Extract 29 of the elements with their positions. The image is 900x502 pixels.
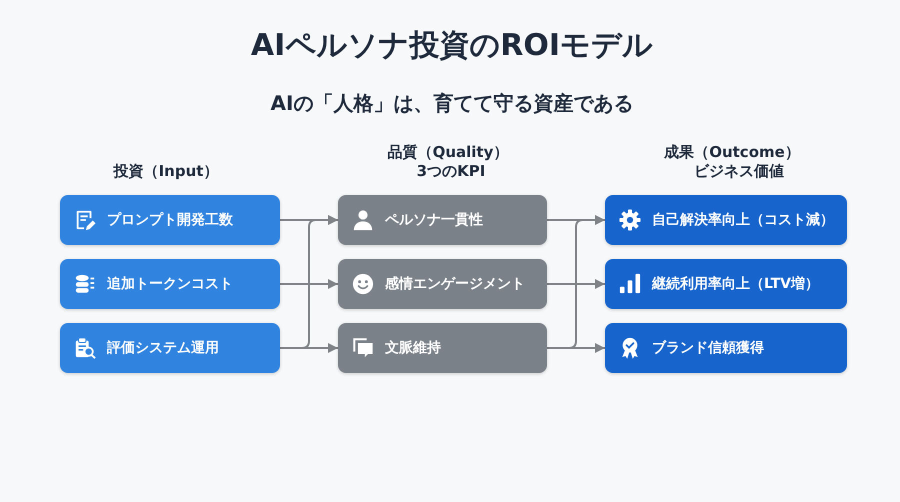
arrow <box>280 279 338 289</box>
subtitle: AIの「人格」は、育てて守る資産である <box>270 90 634 116</box>
arrow <box>280 215 338 349</box>
node-label: 追加トークンコスト <box>107 275 233 294</box>
node-label: 継続利用率向上（LTV増） <box>652 274 819 294</box>
node-label: 自己解決率向上（コスト減） <box>652 210 834 230</box>
kpi-box <box>338 195 547 245</box>
column-heading: 品質（Quality） <box>388 142 508 162</box>
column-heading: 投資（Input） <box>114 161 218 181</box>
column-subheading: ビジネス価値 <box>694 161 784 181</box>
node-label: 文脈維持 <box>385 339 441 358</box>
arrow <box>547 215 605 349</box>
title: AIペルソナ投資のROIモデル <box>250 27 654 65</box>
outcome-box <box>605 259 847 309</box>
node-label: ペルソナ一貫性 <box>385 211 483 230</box>
kpi-box <box>338 323 547 373</box>
outcome-box <box>605 323 847 373</box>
column-heading: 成果（Outcome） <box>664 142 800 162</box>
input-box <box>60 323 280 373</box>
input-box <box>60 195 280 245</box>
node-label: プロンプト開発工数 <box>107 211 233 230</box>
node-label: 評価システム運用 <box>107 339 219 358</box>
node-label: ブランド信頼獲得 <box>652 339 764 358</box>
outcome-box <box>605 195 847 245</box>
arrow <box>547 279 605 289</box>
node-label: 感情エンゲージメント <box>385 275 525 294</box>
column-subheading: 3つのKPI <box>416 161 486 181</box>
input-box <box>60 259 280 309</box>
kpi-box <box>338 259 547 309</box>
